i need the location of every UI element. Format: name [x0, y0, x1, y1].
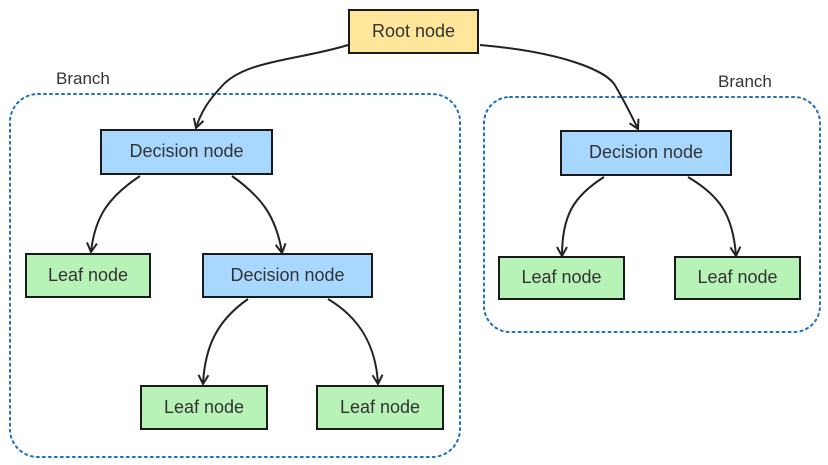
branch-right-border	[483, 96, 821, 333]
leaf-node-right-left-label: Leaf node	[521, 267, 601, 287]
decision-node-right-label: Decision node	[589, 142, 703, 162]
leaf-node-inner-right: Leaf node	[316, 385, 444, 430]
decision-node-left-label: Decision node	[129, 141, 243, 161]
edge-right-decision-to-left-leaf	[562, 176, 605, 256]
leaf-node-right-right-label: Leaf node	[697, 267, 777, 287]
leaf-node-inner-right-label: Leaf node	[340, 397, 420, 417]
decision-node-left: Decision node	[100, 129, 273, 175]
leaf-node-left: Leaf node	[25, 253, 151, 298]
decision-node-inner-label: Decision node	[230, 265, 344, 285]
leaf-node-inner-left: Leaf node	[140, 385, 268, 430]
edge-root-to-left-decision	[196, 44, 349, 128]
branch-right: Branch	[483, 72, 821, 333]
edge-left-decision-to-left-leaf	[91, 175, 141, 252]
leaf-node-right-left: Leaf node	[498, 256, 625, 300]
leaf-node-right-right: Leaf node	[674, 256, 801, 300]
branch-left: Branch	[9, 69, 461, 458]
edges	[91, 44, 736, 384]
root-node: Root node	[348, 9, 479, 54]
branch-left-border	[9, 93, 461, 458]
branch-left-label: Branch	[56, 69, 110, 88]
root-node-label: Root node	[372, 21, 455, 41]
decision-node-inner: Decision node	[202, 253, 373, 298]
edge-root-to-right-decision	[479, 44, 638, 129]
leaf-node-inner-left-label: Leaf node	[164, 397, 244, 417]
edge-left-decision-to-inner-decision	[231, 175, 282, 253]
edge-inner-decision-to-right-leaf	[327, 298, 378, 384]
branch-right-label: Branch	[718, 72, 772, 91]
decision-node-right: Decision node	[560, 130, 732, 176]
edge-right-decision-to-right-leaf	[687, 176, 736, 256]
edge-inner-decision-to-left-leaf	[203, 298, 249, 384]
leaf-node-left-label: Leaf node	[48, 265, 128, 285]
